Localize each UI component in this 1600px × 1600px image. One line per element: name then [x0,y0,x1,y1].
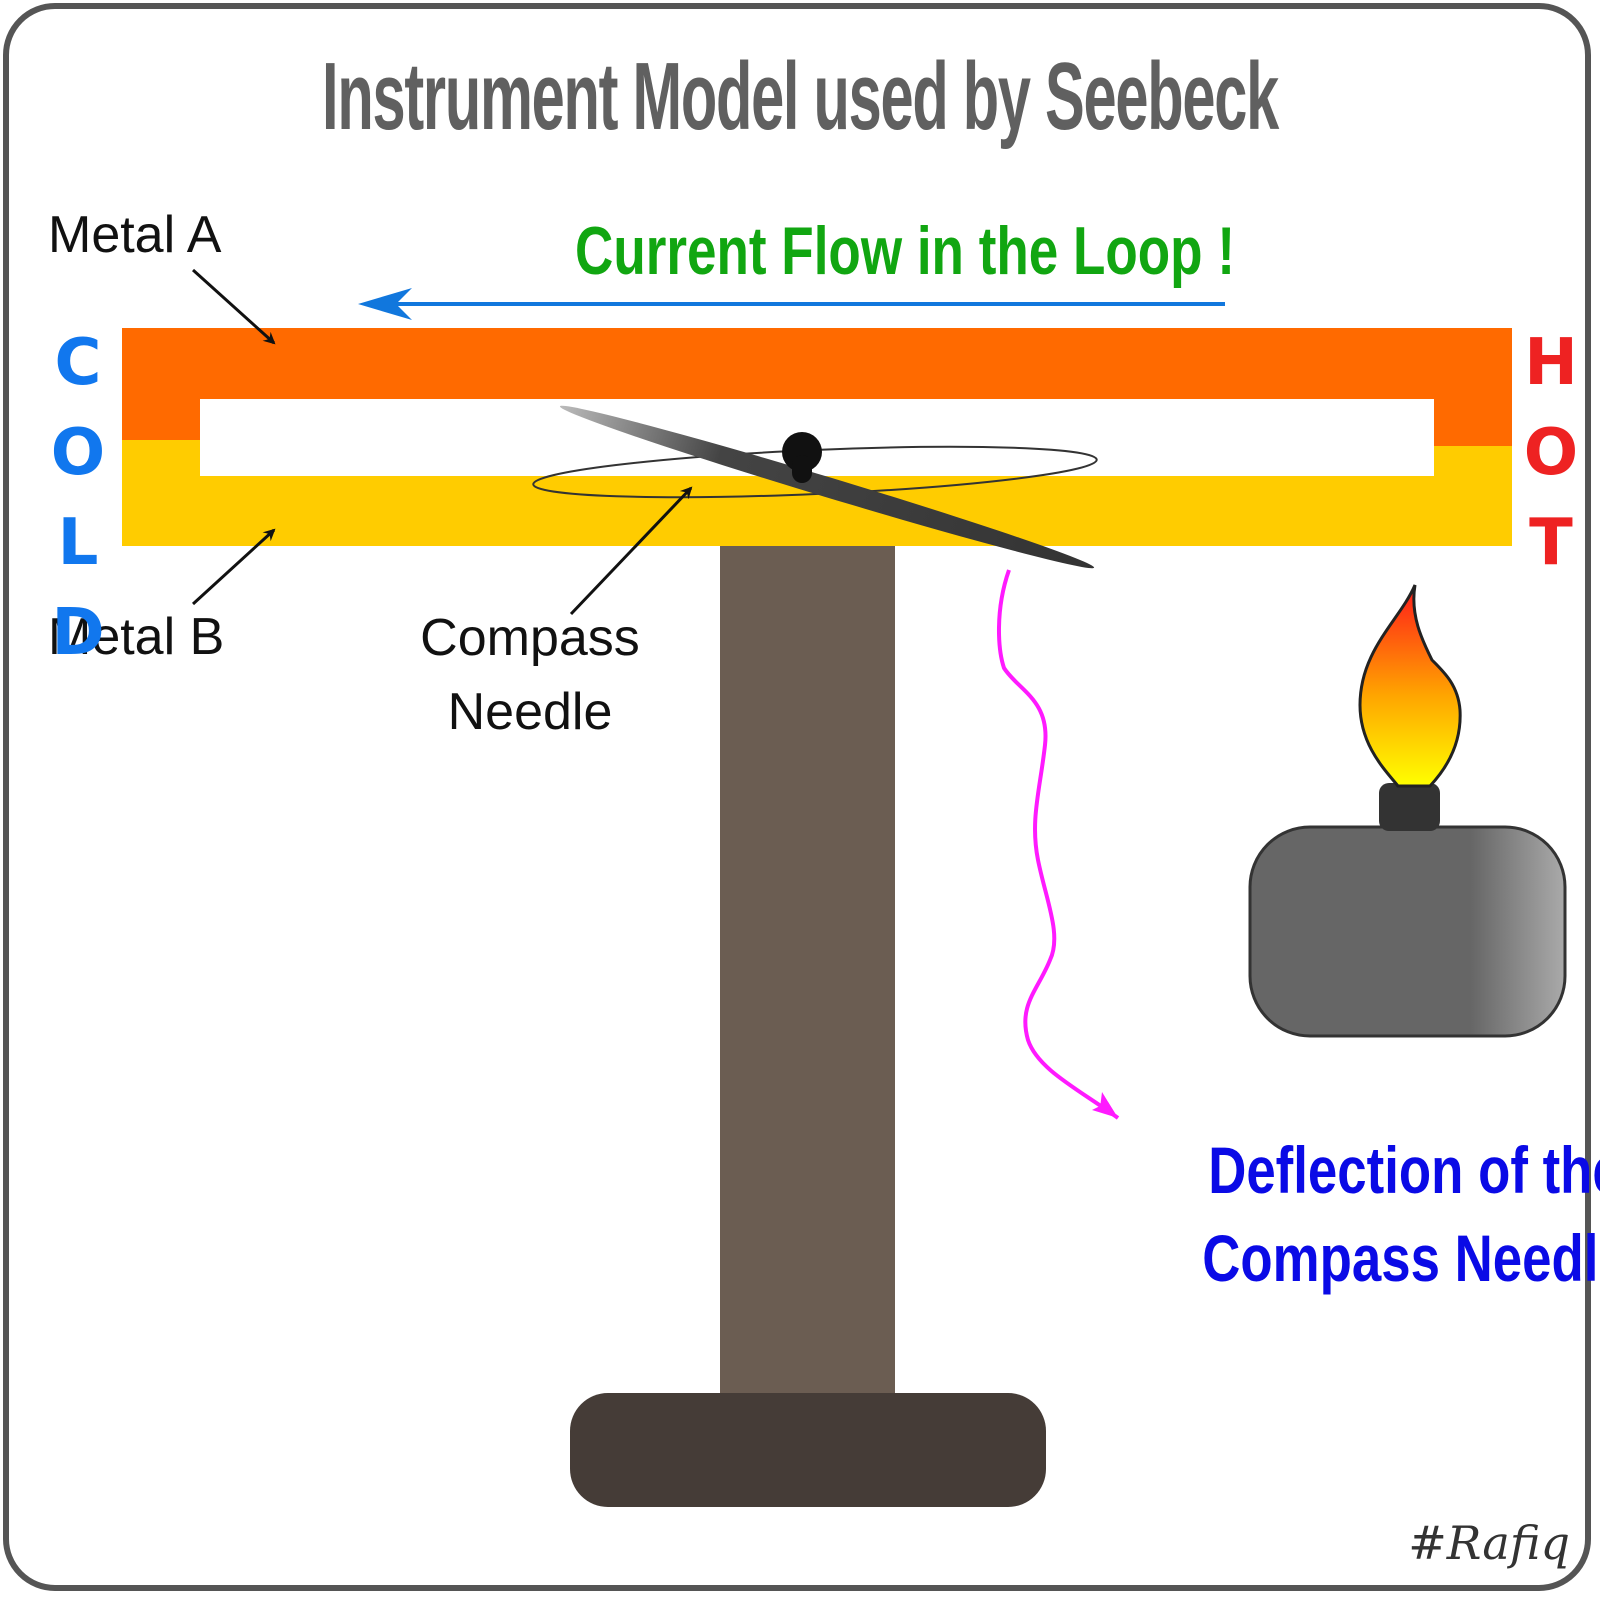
diagram-title: Instrument Model used by Seebeck [322,43,1279,150]
metal-a-right-side [1434,328,1512,446]
stand-base [570,1393,1046,1507]
metal-b-label: Metal B [48,608,225,666]
compass-label-line2: Needle [447,683,613,741]
metal-b-right-side [1434,446,1512,546]
hot-letter: O [1523,416,1579,490]
metal-b-pointer-arrow [191,528,276,606]
cold-letter: O [50,416,106,490]
current-flow-label: Current Flow in the Loop ! [575,213,1235,289]
cold-label: C O L D [43,318,113,678]
metal-a-left-side [122,328,200,440]
metal-a-pointer-arrow [191,268,276,345]
compass-needle [559,405,1095,569]
deflection-label-line2: Compass Needle [1202,1221,1600,1295]
author-signature: #Rafiq [1408,1516,1570,1570]
cold-letter: D [51,596,105,670]
hot-letter: T [1529,506,1573,580]
metal-a-label: Metal A [48,206,222,264]
compass-label-line1: Compass [420,609,640,667]
hot-label: H O T [1516,318,1586,588]
cold-letter: L [57,506,99,580]
hot-letter: H [1524,326,1578,400]
burner-body [1248,825,1567,1038]
cold-letter: C [54,326,102,400]
current-flow-arrow [358,288,1225,320]
compass-pivot [782,432,822,483]
compass-pointer-arrow [569,486,693,616]
metal-b-left-side [122,440,200,546]
stand-pillar [720,545,895,1395]
flame-icon [1358,584,1462,788]
burner-nozzle [1379,783,1440,831]
deflection-arrow [996,569,1120,1120]
deflection-label-line1: Deflection of the [1208,1133,1600,1207]
metal-a-top [122,328,1512,399]
